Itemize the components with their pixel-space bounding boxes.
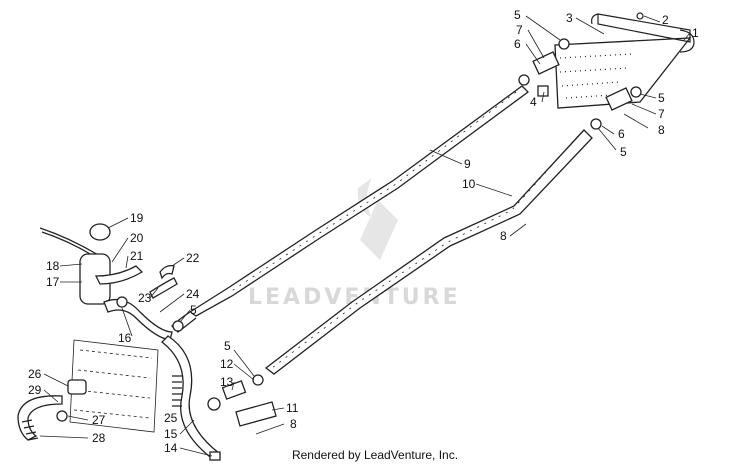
callout-5-mid-left: 5 [190, 303, 197, 317]
overflow-hose [39, 227, 101, 257]
clamp-27 [56, 410, 68, 422]
spring-25 [172, 375, 182, 407]
callout-23: 23 [138, 291, 152, 305]
callout-18: 18 [46, 259, 60, 273]
heat-exchanger-plate [554, 37, 692, 109]
callout-2: 2 [662, 13, 669, 27]
callout-5-lower-left: 5 [224, 339, 231, 353]
clamp-5-lower [590, 118, 602, 130]
hose-29 [17, 395, 63, 441]
callout-22: 22 [186, 251, 200, 265]
cooler-tube-10 [264, 129, 593, 375]
callout-8-bottom: 8 [290, 417, 297, 431]
callout-19: 19 [130, 211, 144, 225]
spring-23 [149, 277, 178, 299]
callout-5-right: 5 [658, 91, 665, 105]
bumper-rail [597, 13, 691, 43]
callout-29: 29 [28, 383, 42, 397]
callout-11: 11 [286, 401, 299, 415]
callouts: 1 2 3 4 5 5 5 5 5 6 6 7 7 8 8 8 9 10 11 … [28, 8, 699, 455]
tee-16 [116, 296, 128, 308]
fastener-2-icon [636, 12, 644, 20]
clamp-22 [159, 264, 175, 280]
callout-13: 13 [220, 375, 234, 389]
cooler-tube-9-rivets [229, 91, 517, 293]
bottle-cap-19 [89, 223, 111, 241]
callout-9: 9 [464, 157, 471, 171]
callout-6-lower: 6 [618, 127, 625, 141]
callout-14: 14 [164, 441, 178, 455]
callout-28: 28 [92, 431, 106, 445]
callout-8-middle: 8 [500, 229, 507, 243]
coolant-system-left [17, 223, 277, 461]
bracket-11 [235, 401, 277, 427]
fitting-7-lower [605, 87, 633, 111]
engine-fins [73, 349, 153, 419]
callout-10: 10 [462, 177, 476, 191]
callout-16: 16 [118, 331, 132, 345]
clamp-5-top [558, 38, 570, 50]
fitting-14 [209, 451, 221, 461]
bumper-left-end [591, 13, 599, 25]
clamp-5-left [172, 320, 184, 332]
callout-21: 21 [130, 249, 144, 263]
callout-26: 26 [28, 367, 42, 381]
hose-24 [103, 298, 173, 341]
callout-1: 1 [692, 26, 699, 40]
clamp-12 [252, 374, 264, 386]
fitting-13 [221, 380, 247, 400]
fitting-26 [67, 379, 87, 395]
callout-20: 20 [130, 231, 144, 245]
clip-4 [537, 85, 549, 97]
leader-lines [39, 15, 691, 457]
callout-15: 15 [164, 427, 178, 441]
clamp-5-right [630, 86, 642, 98]
hose-21 [94, 265, 144, 285]
cooler-tube-lower [264, 129, 593, 375]
callout-25: 25 [164, 411, 178, 425]
heat-exchanger [518, 12, 695, 130]
watermark-logo-icon [357, 178, 398, 260]
callout-5-lower-right: 5 [620, 145, 627, 159]
watermark: LEADVENTURE [248, 178, 458, 310]
callout-8-upper-right: 8 [658, 123, 665, 137]
callout-5-top: 5 [514, 8, 521, 22]
callout-17: 17 [46, 275, 60, 289]
clamp-5-upper-left [518, 74, 530, 86]
callout-27: 27 [92, 413, 106, 427]
engine-block-outline [69, 339, 159, 433]
callout-3: 3 [566, 11, 573, 25]
cooler-tube-9 [188, 85, 529, 317]
callout-12: 12 [220, 357, 234, 371]
spring-28 [21, 419, 39, 441]
callout-7-upper: 7 [516, 23, 523, 37]
fitting-7-upper [532, 51, 560, 75]
callout-6-upper: 6 [514, 37, 521, 51]
render-credit: Rendered by LeadVenture, Inc. [291, 448, 459, 462]
callout-24: 24 [186, 287, 200, 301]
clamp-5-lower-left [207, 397, 221, 411]
callout-7-lower: 7 [658, 107, 665, 121]
bumper-end [679, 29, 695, 53]
callout-4: 4 [530, 95, 537, 109]
